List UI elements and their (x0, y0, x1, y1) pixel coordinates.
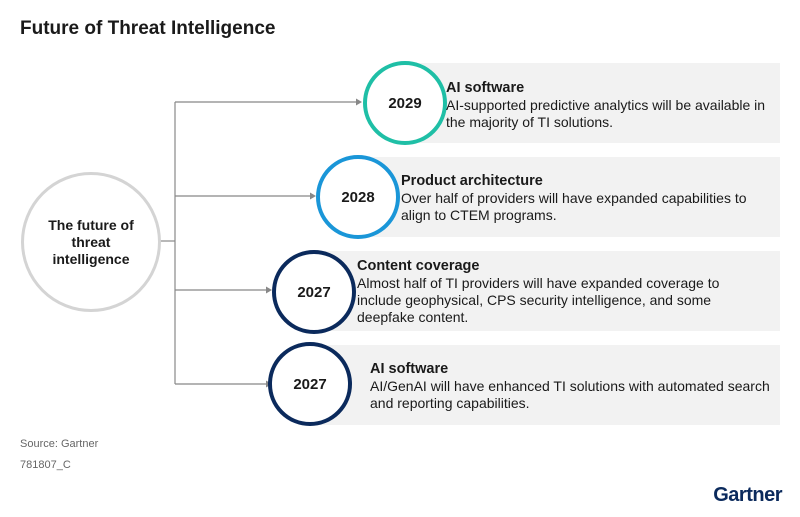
source-note: Source: Gartner (20, 438, 99, 450)
center-label: The future of threat intelligence (48, 216, 134, 267)
center-circle: The future of threat intelligence (21, 172, 161, 312)
item-box-3 (316, 251, 780, 331)
year-circle-4: 2027 (268, 342, 352, 426)
item-desc: Almost half of TI providers will have ex… (357, 275, 720, 325)
item-box-1 (405, 63, 780, 143)
item-desc: Over half of providers will have expande… (401, 190, 747, 223)
item-heading: Content coverage (357, 258, 480, 274)
item-desc: AI/GenAI will have enhanced TI solutions… (370, 378, 770, 411)
arrow-icon (310, 192, 316, 200)
item-desc: AI-supported predictive analytics will b… (446, 97, 766, 130)
item-box-2 (358, 157, 780, 237)
year-circle-3: 2027 (272, 250, 356, 334)
figure-id: 781807_C (20, 459, 71, 471)
year-circle-2: 2028 (316, 155, 400, 239)
year-circle-1: 2029 (363, 61, 447, 145)
arrow-icon (266, 286, 272, 294)
item-heading: Product architecture (401, 173, 543, 189)
item-heading: AI software (370, 361, 449, 377)
page-title: Future of Threat Intelligence (20, 18, 276, 39)
arrow-icon (356, 98, 362, 106)
item-box-4 (316, 345, 780, 425)
gartner-logo: Gartner (713, 484, 782, 506)
item-heading: AI software (446, 80, 525, 96)
